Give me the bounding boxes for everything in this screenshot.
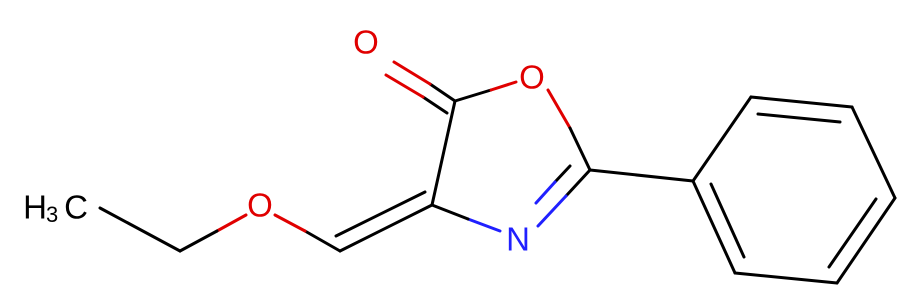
- bond-o1-c2: [546, 88, 592, 172]
- methyl-label: H 3 C: [23, 189, 88, 228]
- ring-oxygen-label: O: [519, 59, 545, 96]
- bond-c5-o1: [453, 80, 518, 103]
- ether-oxygen-label: O: [247, 187, 273, 224]
- bond-c4-ch-double: [334, 190, 434, 253]
- bond-c2-n3: [534, 164, 592, 228]
- bond-c4-c5: [430, 99, 457, 207]
- carbonyl-oxygen-label: O: [353, 24, 379, 61]
- methyl-c: C: [64, 189, 88, 226]
- methyl-h: H: [23, 189, 47, 226]
- bond-ch2-ch3: [98, 206, 182, 253]
- phenyl-ring: [691, 95, 897, 285]
- ring-nitrogen-label: N: [506, 221, 530, 258]
- bond-c5-carbonyl: [384, 60, 457, 115]
- methyl-subscript: 3: [46, 202, 58, 227]
- bond-ch-oether: [273, 213, 342, 253]
- bond-n3-c4: [430, 203, 502, 233]
- bond-c2-phenyl: [588, 168, 695, 183]
- bond-oether-ch2: [178, 213, 248, 253]
